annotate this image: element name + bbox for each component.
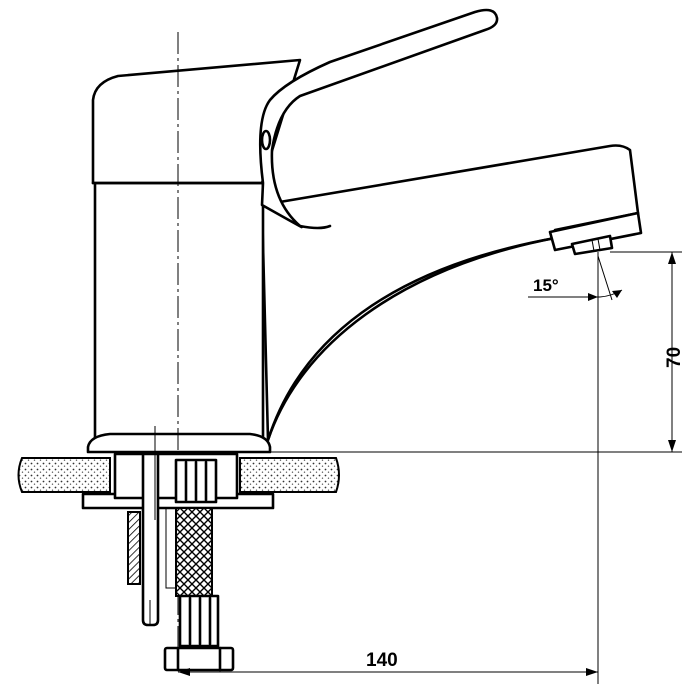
height-arrow-bottom — [668, 440, 676, 452]
height-arrow-top — [668, 252, 676, 264]
base-flange — [86, 432, 272, 454]
reach-arrow-left — [178, 668, 190, 676]
handle-cap — [91, 58, 302, 185]
reach-label: 140 — [366, 650, 398, 671]
countertop-left-slab — [17, 457, 111, 493]
body-cylinder — [93, 181, 265, 440]
mounting-stud — [141, 452, 160, 627]
lever-handle — [258, 8, 499, 229]
lever-pivot — [260, 129, 272, 151]
reach-arrow-right — [586, 668, 598, 676]
threaded-rod-sleeve — [127, 511, 141, 585]
countertop — [17, 457, 340, 493]
spout-underside — [266, 236, 557, 442]
countertop-right-slab — [239, 457, 340, 493]
angle-label: 15° — [533, 276, 559, 295]
faucet-body — [86, 8, 643, 454]
aerator — [548, 211, 643, 256]
flexible-hose — [175, 507, 213, 597]
height-label: 70 — [664, 347, 685, 368]
hose-fitting-top — [174, 458, 218, 504]
mounting-hardware — [81, 426, 275, 672]
spout — [260, 144, 640, 442]
dimension-lines — [178, 251, 682, 684]
hose-fitting-bottom — [163, 594, 235, 672]
hose-nut — [163, 646, 235, 672]
